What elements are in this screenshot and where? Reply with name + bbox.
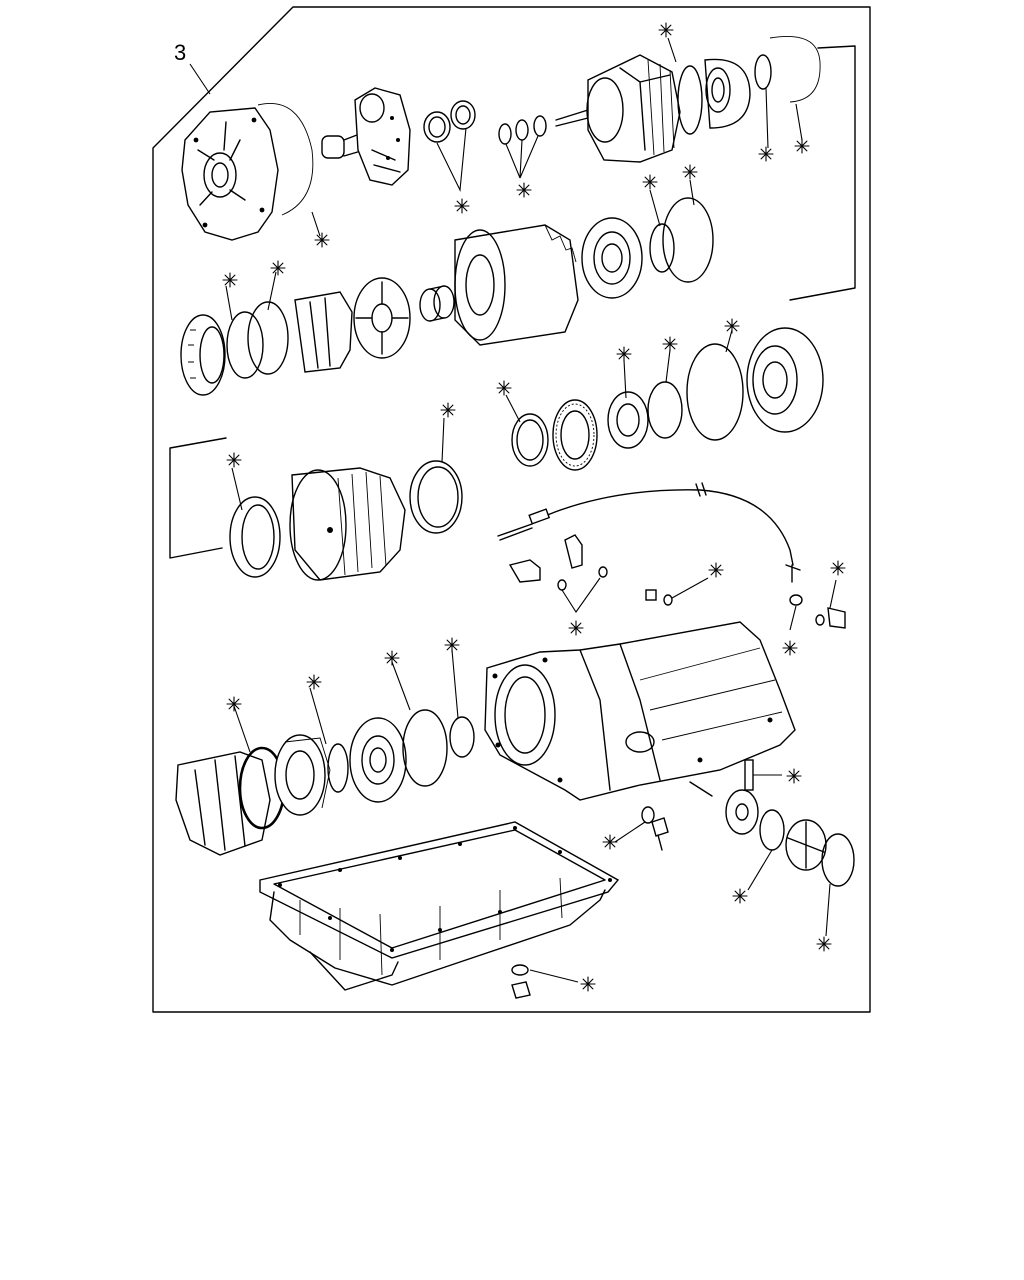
leader-cable-oring [789,605,797,631]
asterisk-icon [222,272,238,288]
asterisk-icon [786,768,802,784]
leader-plug-bolt [671,577,709,599]
clutch-piston-2 [581,217,643,299]
asterisk-icon [454,198,470,214]
asterisk-icon [226,452,242,468]
asterisk-icon [496,380,512,396]
asterisk-icon [658,22,674,38]
asterisk-icon [758,146,774,162]
rear-cover-piston [725,789,855,887]
small-snap-rings [498,115,547,145]
friction-ring-row4 [409,460,463,534]
oil-pump-housing [181,107,279,241]
planetary-carrier [353,277,411,359]
asterisk-icon [226,696,242,712]
asterisk-icon [602,834,618,850]
pump-seal-rings [423,100,476,143]
piston-seal-rings-2 [649,197,714,283]
asterisk-icon [782,640,798,656]
left-bracket [169,437,227,559]
asterisk-icon [568,620,584,636]
leader-snap-rings [505,135,539,179]
cable-oring [789,594,803,606]
asterisk-icon [816,936,832,952]
asterisk-icon [306,674,322,690]
ring-gear [552,399,598,471]
filter-seal [641,806,655,824]
leader-sensors [561,577,601,613]
leader-lines [225,37,803,753]
steel-plate-row4 [229,496,281,578]
asterisk-icon [794,138,810,154]
asterisk-icon [444,637,460,653]
asterisk-icon [616,346,632,362]
speed-sensors [508,534,608,591]
stator-shaft [321,87,411,186]
callout-label: 3 [174,40,186,65]
asterisk-icon [662,336,678,352]
leader-filter-seal [614,821,646,843]
clutch-piston [677,58,751,135]
oil-pan [259,821,620,991]
asterisk-icon [732,888,748,904]
leader-rear-piston [747,849,773,891]
oring-small-lower [327,743,349,793]
front-clutch-housing [175,751,271,856]
asterisk-icon [270,260,286,276]
asterisk-icon [682,164,698,180]
front-clutch-pack [274,734,331,816]
callout-leader [189,63,211,95]
right-bracket [789,45,856,301]
connector-right [815,607,846,629]
asterisk-icon [516,182,532,198]
leader-connector-right [829,579,837,609]
asterisk-icon-group [222,22,846,992]
thrust-ring [511,413,549,467]
diagram-frame [152,6,871,1013]
shift-cable [497,482,801,583]
input-shaft-drum [555,54,681,163]
piston-lower [349,717,407,803]
asterisk-icon [440,402,456,418]
piston-housing [746,327,824,433]
asterisk-icon [314,232,330,248]
oring-lower-pair [402,709,475,787]
asterisk-icon [642,174,658,190]
plug-bolt [645,589,673,606]
piston-oring-large [769,35,821,103]
piston-oring-small [754,54,772,90]
clutch-housing-row4 [289,467,406,581]
asterisk-icon [580,976,596,992]
oring-row3 [647,343,744,441]
bearing-race [607,391,649,449]
asterisk-icon [384,650,400,666]
drain-plug [511,964,531,999]
pump-gasket [257,103,314,216]
leader-seal-rings [436,127,467,192]
asterisk-icon [830,560,846,576]
asterisk-icon [708,562,724,578]
snap-ring-gear [180,314,226,396]
transmission-case [484,621,796,801]
pan-bolt [651,817,669,851]
asterisk-icon [724,318,740,334]
retaining-rings [226,301,289,379]
clutch-drum-large [454,224,579,346]
sprag-assembly [294,291,353,373]
leader-rear-oring [825,883,831,937]
bushing [419,285,455,322]
leader-drain-plug [529,969,579,983]
